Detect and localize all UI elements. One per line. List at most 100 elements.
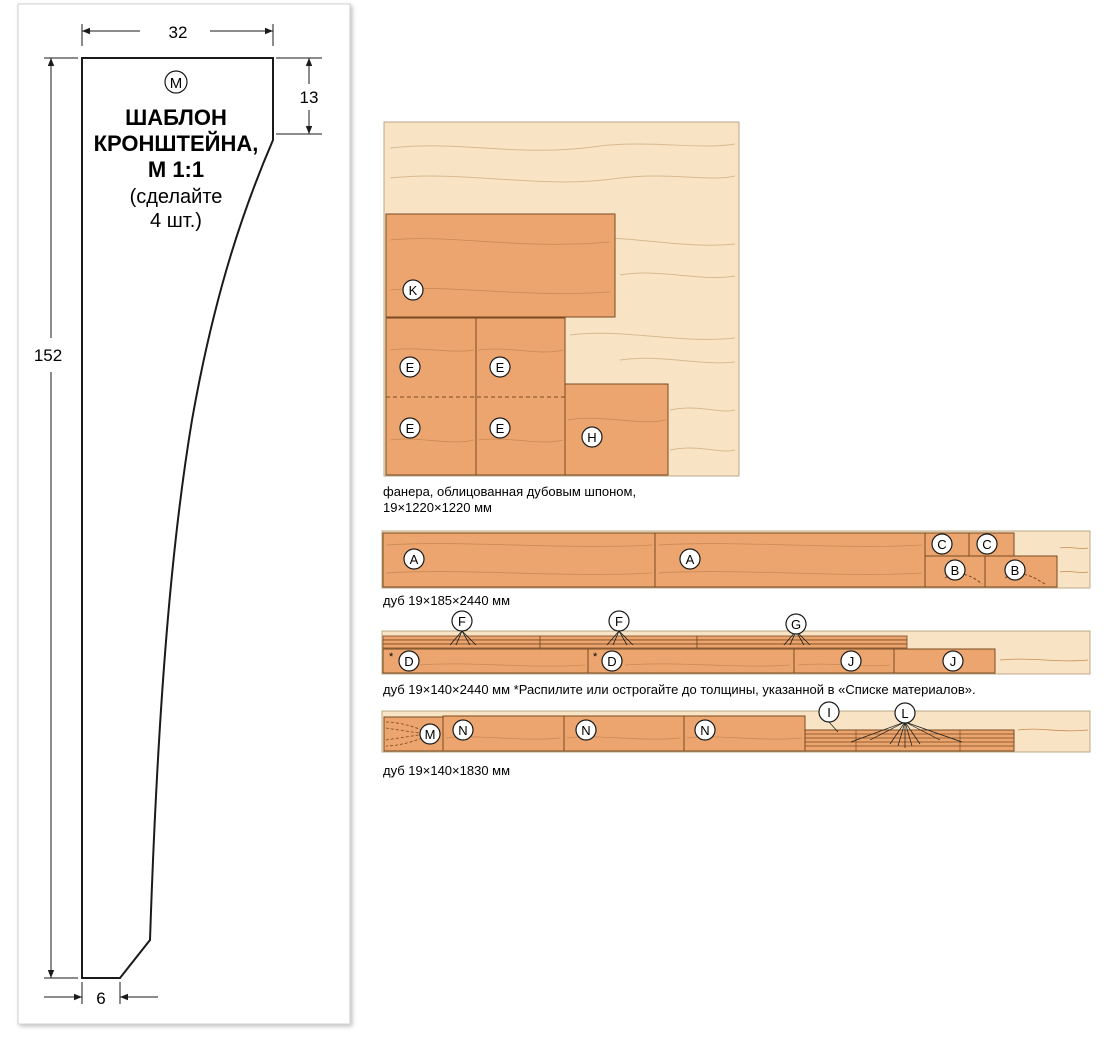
label-circle bbox=[399, 417, 421, 439]
part-G-strip-3 bbox=[696, 643, 908, 649]
label-F-2: F bbox=[608, 610, 630, 632]
plywood-caption-line1: фанера, облицованная дубовым шпоном, bbox=[383, 484, 636, 499]
part-F-strip-2 bbox=[382, 639, 541, 645]
label-K: K bbox=[402, 279, 424, 301]
part-F-strip-3 bbox=[382, 643, 541, 649]
parts-grain bbox=[389, 238, 667, 443]
bracket-outline bbox=[81, 57, 274, 979]
label-text: E bbox=[406, 421, 415, 436]
label-D-2: D bbox=[601, 650, 623, 672]
part-I-L-strips bbox=[804, 729, 1015, 752]
label-circle bbox=[575, 719, 597, 741]
label-text: M bbox=[425, 727, 436, 742]
board-2-caption: дуб 19×140×2440 мм *Распилите или острог… bbox=[383, 682, 976, 697]
label-circle bbox=[581, 426, 603, 448]
board-3-caption: дуб 19×140×1830 мм bbox=[383, 763, 510, 778]
label-text: B bbox=[951, 563, 960, 578]
label-circle bbox=[398, 650, 420, 672]
label-D-1: D bbox=[398, 650, 420, 672]
label-N-3: N bbox=[694, 719, 716, 741]
label-circle bbox=[399, 356, 421, 378]
oak-board-1-diagram: A A C C B B дуб 19×185×2440 мм bbox=[381, 530, 1091, 608]
label-text: I bbox=[827, 705, 831, 720]
label-circle bbox=[419, 723, 441, 745]
label-B-1: B bbox=[944, 559, 966, 581]
template-title-line2: КРОНШТЕЙНА, bbox=[94, 131, 259, 156]
label-text: E bbox=[496, 360, 505, 375]
label-circle bbox=[694, 719, 716, 741]
board-1-grain bbox=[385, 543, 1089, 575]
label-text: A bbox=[410, 552, 419, 567]
bracket-template-panel: 32 13 152 6 M ШАБЛОН КРОНШТЕЙНА, М 1:1 (… bbox=[17, 3, 351, 1025]
dim-right-label: 13 bbox=[300, 88, 319, 107]
label-circle bbox=[840, 650, 862, 672]
plywood-grain bbox=[389, 143, 736, 452]
dim-bottom-label: 6 bbox=[96, 989, 105, 1008]
label-text: C bbox=[982, 537, 991, 552]
label-circle bbox=[785, 613, 807, 635]
label-circle bbox=[942, 650, 964, 672]
label-text: D bbox=[607, 654, 616, 669]
label-circle bbox=[976, 533, 998, 555]
part-H bbox=[564, 383, 669, 476]
label-text: G bbox=[791, 617, 801, 632]
dim-left-label: 152 bbox=[34, 346, 62, 365]
part-marker-letter: M bbox=[170, 75, 183, 92]
label-circle bbox=[894, 702, 916, 724]
part-A-1 bbox=[382, 532, 656, 588]
plywood-sheet-diagram: K E E E E H фанера, облицованная дубовым… bbox=[383, 121, 740, 515]
label-circle bbox=[489, 417, 511, 439]
label-text: E bbox=[496, 421, 505, 436]
label-text: D bbox=[404, 654, 413, 669]
label-circle bbox=[489, 356, 511, 378]
label-C-1: C bbox=[931, 533, 953, 555]
label-text: N bbox=[700, 723, 709, 738]
label-text: L bbox=[901, 706, 908, 721]
label-H: H bbox=[581, 426, 603, 448]
label-G: G bbox=[785, 613, 807, 635]
plywood-waste-lines bbox=[564, 214, 669, 475]
part-marker-circle bbox=[164, 70, 188, 94]
asterisk-mark-1: * bbox=[389, 651, 394, 663]
label-N-1: N bbox=[452, 719, 474, 741]
template-title-line1: ШАБЛОН bbox=[125, 105, 227, 130]
template-scale: М 1:1 bbox=[148, 157, 204, 182]
label-circle bbox=[402, 279, 424, 301]
label-circle bbox=[944, 559, 966, 581]
label-text: J bbox=[848, 654, 855, 669]
part-F-strip-6 bbox=[539, 643, 698, 649]
label-circle bbox=[601, 650, 623, 672]
label-text: N bbox=[581, 723, 590, 738]
label-circle bbox=[1004, 559, 1026, 581]
label-A-1: A bbox=[403, 548, 425, 570]
label-A-2: A bbox=[679, 548, 701, 570]
label-L: L bbox=[894, 702, 916, 724]
part-K bbox=[385, 213, 616, 318]
label-text: H bbox=[587, 430, 596, 445]
part-F-strip-4 bbox=[539, 635, 698, 641]
label-N-2: N bbox=[575, 719, 597, 741]
label-J-2: J bbox=[942, 650, 964, 672]
label-circle bbox=[403, 548, 425, 570]
label-circle bbox=[679, 548, 701, 570]
dim-top-label: 32 bbox=[169, 23, 188, 42]
label-E-2: E bbox=[489, 356, 511, 378]
label-C-2: C bbox=[976, 533, 998, 555]
label-B-2: B bbox=[1004, 559, 1026, 581]
oak-board-3-diagram: M N N N I L дуб 19×140×1830 мм bbox=[381, 701, 1091, 778]
part-F-strip-1 bbox=[382, 635, 541, 641]
label-E-4: E bbox=[489, 417, 511, 439]
label-J-1: J bbox=[840, 650, 862, 672]
asterisk-mark-2: * bbox=[593, 651, 598, 663]
label-text: C bbox=[937, 537, 946, 552]
label-text: E bbox=[406, 360, 415, 375]
part-F-strip-5 bbox=[539, 639, 698, 645]
label-text: A bbox=[686, 552, 695, 567]
oak-board-2-diagram: F F G * D * D J J дуб 19×140×2440 мм *Ра… bbox=[381, 610, 1091, 697]
label-circle bbox=[451, 610, 473, 632]
label-circle bbox=[452, 719, 474, 741]
label-E-3: E bbox=[399, 417, 421, 439]
label-E-1: E bbox=[399, 356, 421, 378]
label-circle bbox=[818, 701, 840, 723]
